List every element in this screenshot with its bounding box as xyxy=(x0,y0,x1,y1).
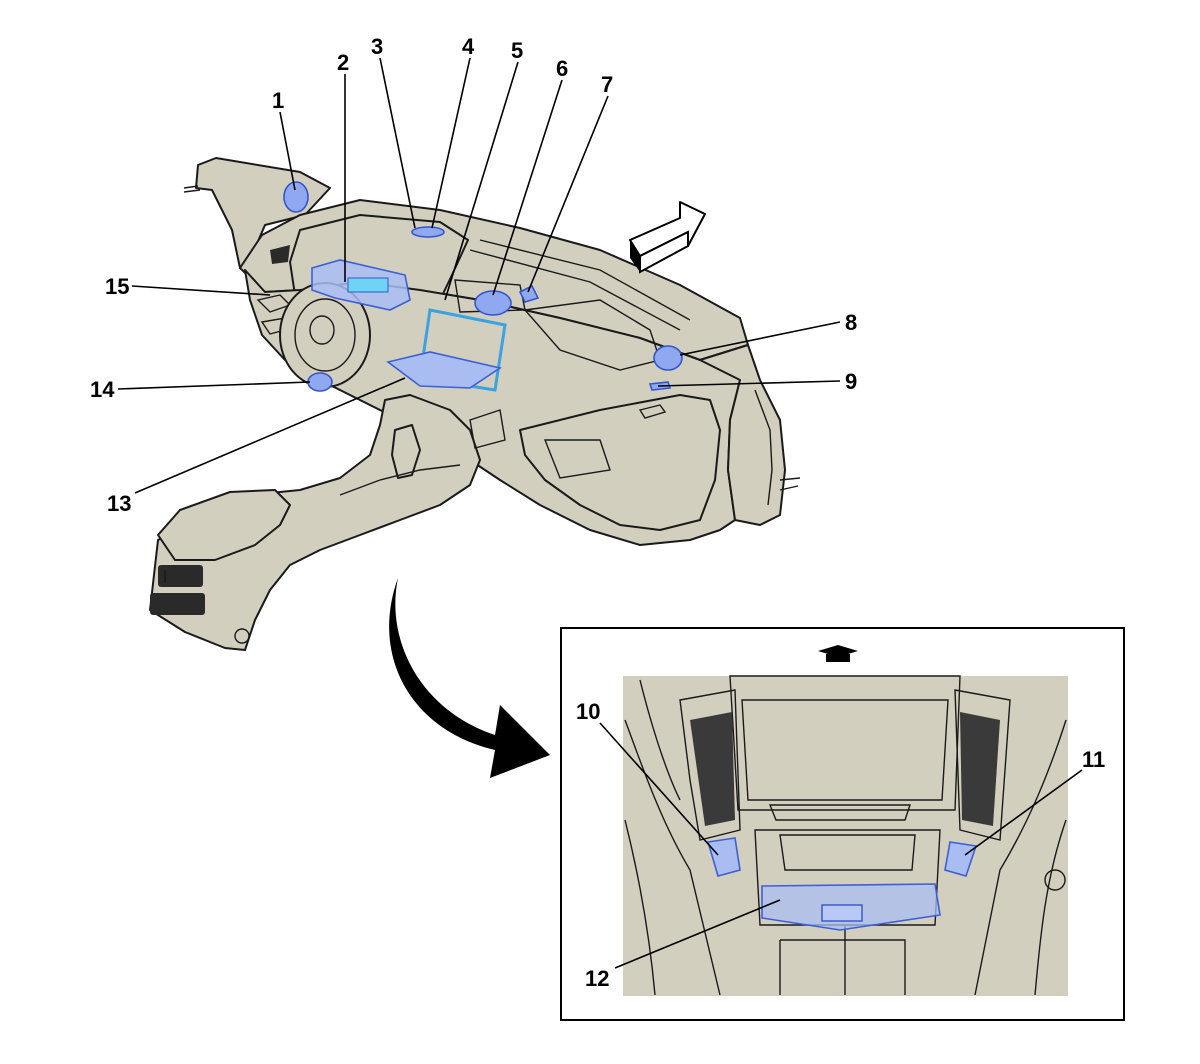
inset-detail xyxy=(560,627,1125,1021)
sensor-1-highlight xyxy=(283,181,309,213)
sensor-14-highlight xyxy=(307,372,333,392)
right-end-panel xyxy=(699,344,786,526)
top-dash-sensor-highlight xyxy=(411,226,445,238)
callout-14: 14 xyxy=(90,377,115,402)
armrest xyxy=(157,489,291,561)
leader-lines xyxy=(117,57,1083,969)
callout-8: 8 xyxy=(845,310,857,335)
cluster-screen-highlight xyxy=(347,277,389,293)
callout-6: 6 xyxy=(556,56,568,81)
callout-12: 12 xyxy=(585,966,609,991)
callout-13: 13 xyxy=(107,491,131,516)
callout-9: 9 xyxy=(845,369,857,394)
callout-5: 5 xyxy=(511,38,523,63)
top-view-cap-icon xyxy=(818,645,858,662)
glove-box xyxy=(519,394,721,531)
left-switch-highlight xyxy=(706,837,741,877)
callout-4: 4 xyxy=(462,34,475,59)
sensor-7-highlight xyxy=(518,284,540,303)
curved-arrow-icon xyxy=(389,578,550,778)
speaker-8-highlight xyxy=(653,345,683,371)
callout-3: 3 xyxy=(371,34,383,59)
callout-10: 10 xyxy=(576,699,600,724)
callout-15: 15 xyxy=(105,274,129,299)
rear-console-vents xyxy=(150,565,250,644)
callout-11: 11 xyxy=(1082,747,1105,772)
speaker-6-highlight xyxy=(474,290,512,316)
callout-7: 7 xyxy=(601,72,613,97)
right-switch-highlight xyxy=(944,841,978,877)
callout-labels: 1 2 3 4 5 6 7 8 9 10 11 12 13 14 15 xyxy=(90,34,1105,991)
control-panel-highlight xyxy=(386,351,502,389)
callout-1: 1 xyxy=(272,88,284,113)
inset-linework xyxy=(624,675,1067,996)
forward-arrow-icon xyxy=(629,201,706,274)
dashboard-illustration xyxy=(149,157,801,651)
callout-2: 2 xyxy=(337,50,349,75)
